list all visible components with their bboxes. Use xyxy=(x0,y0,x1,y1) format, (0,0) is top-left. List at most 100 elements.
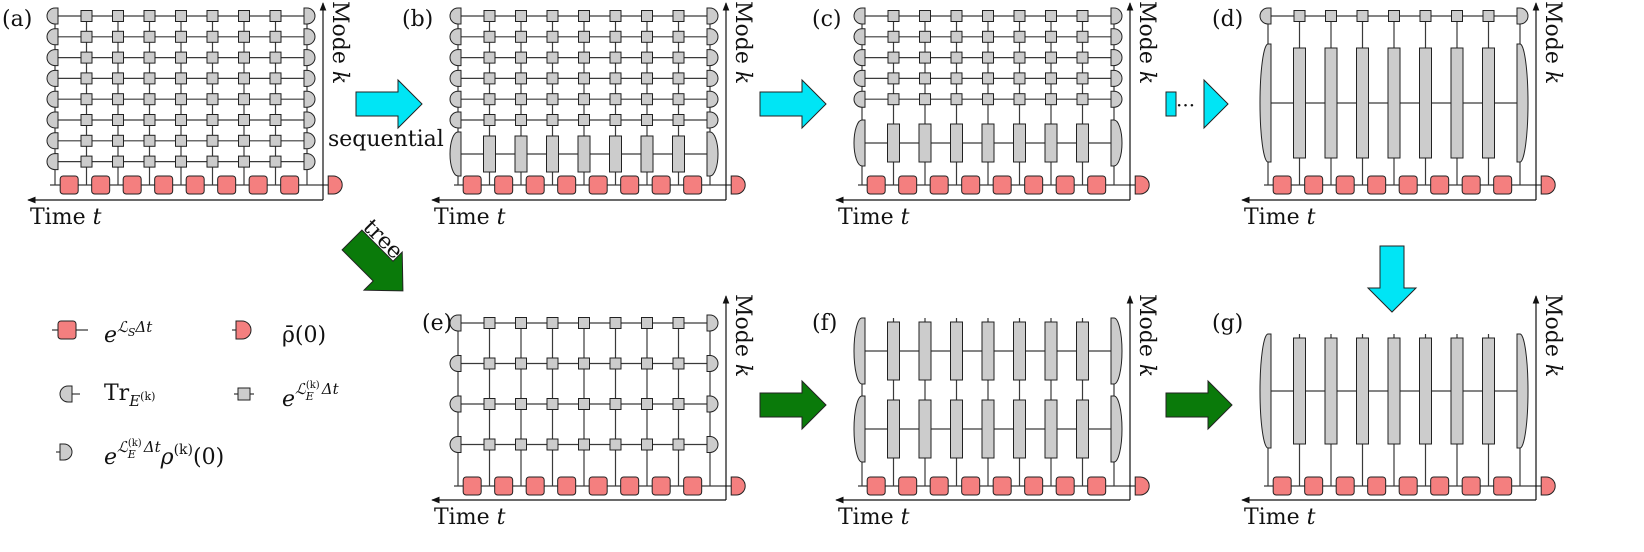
env-propagator-node xyxy=(546,93,559,106)
env-merged-node xyxy=(546,135,559,173)
env-propagator-node xyxy=(143,155,156,168)
system-propagator-node xyxy=(683,476,703,496)
env-propagator-node xyxy=(483,30,496,43)
system-propagator-node xyxy=(1087,175,1107,195)
system-propagator-node xyxy=(1024,175,1044,195)
system-propagator-node xyxy=(992,476,1012,496)
system-propagator-node xyxy=(525,476,545,496)
env-propagator-node xyxy=(1076,93,1089,106)
env-merged-node xyxy=(1324,337,1338,445)
system-propagator-node xyxy=(1272,175,1292,195)
system-propagator-node xyxy=(280,175,300,195)
env-propagator-node xyxy=(1013,30,1026,43)
env-propagator-node xyxy=(1076,72,1089,85)
env-initial-node xyxy=(303,28,316,46)
env-initial-node xyxy=(1110,317,1123,385)
env-propagator-node xyxy=(1293,10,1306,22)
env-propagator-node xyxy=(269,134,282,147)
env-propagator-node xyxy=(80,51,93,64)
env-merged-node xyxy=(887,321,900,381)
env-merged-node xyxy=(981,123,995,163)
system-propagator-node xyxy=(1461,175,1481,195)
system-propagator-node xyxy=(154,175,174,195)
env-merged-node xyxy=(1356,47,1369,159)
env-propagator-node xyxy=(238,51,250,64)
network-panel-f xyxy=(853,317,1150,496)
env-merged-node xyxy=(514,135,528,173)
env-merged-node xyxy=(1419,337,1432,445)
networks xyxy=(46,7,1556,496)
env-merged-node xyxy=(950,399,963,459)
env-propagator-node xyxy=(609,10,622,22)
env-propagator-node xyxy=(609,93,622,106)
env-propagator-node xyxy=(238,72,250,85)
env-propagator-node xyxy=(269,155,282,168)
env-propagator-node xyxy=(515,398,527,410)
env-merged-node xyxy=(1419,47,1432,159)
system-propagator-node xyxy=(248,175,268,195)
env-propagator-node xyxy=(672,93,685,106)
network-panel-a xyxy=(46,7,343,195)
initial-state-node xyxy=(1540,476,1556,496)
env-merged-node xyxy=(640,135,654,173)
env-propagator-node xyxy=(483,93,496,106)
env-propagator-node xyxy=(483,51,496,64)
mode-axis-label: Mode k xyxy=(327,1,352,84)
env-trace-node xyxy=(449,7,462,25)
system-propagator-node xyxy=(961,175,981,195)
network-panel-d xyxy=(1259,7,1556,195)
env-propagator-node xyxy=(80,155,93,168)
system-propagator-node xyxy=(462,476,482,496)
env-merged-node xyxy=(918,123,932,163)
time-axis-label: Time t xyxy=(838,205,910,230)
env-propagator-node xyxy=(143,114,156,126)
env-propagator-node xyxy=(546,398,559,410)
legend-env-propagator-icon xyxy=(237,387,251,401)
env-propagator-node xyxy=(1356,10,1369,22)
env-propagator-node xyxy=(578,114,590,126)
env-propagator-node xyxy=(1045,51,1057,64)
env-propagator-node xyxy=(112,93,124,106)
legend-initial-state: ρ̄(0) xyxy=(282,323,326,348)
env-initial-node xyxy=(706,28,719,46)
env-merged-node xyxy=(1076,399,1089,459)
env-propagator-node xyxy=(672,398,685,410)
system-propagator-node xyxy=(929,476,949,496)
system-propagator-node xyxy=(992,175,1012,195)
env-propagator-node xyxy=(1076,10,1089,22)
env-trace-node xyxy=(449,49,462,67)
env-propagator-node xyxy=(1076,51,1089,64)
time-axis-label: Time t xyxy=(434,505,506,530)
env-propagator-node xyxy=(672,51,685,64)
env-propagator-node xyxy=(578,438,590,451)
env-merged-node xyxy=(981,399,995,459)
env-propagator-node xyxy=(919,93,931,106)
env-propagator-node xyxy=(1013,51,1026,64)
env-propagator-node xyxy=(578,72,590,85)
env-propagator-node xyxy=(546,317,559,329)
env-propagator-node xyxy=(143,72,156,85)
env-propagator-node xyxy=(175,72,187,85)
env-propagator-node xyxy=(887,93,900,106)
env-propagator-node xyxy=(515,72,527,85)
sequential-arrow-ab xyxy=(355,78,423,130)
env-initial-node xyxy=(706,111,719,129)
network-panel-b xyxy=(449,7,746,195)
env-initial-node xyxy=(303,49,316,67)
env-initial-node xyxy=(706,7,719,25)
system-propagator-node xyxy=(1335,175,1355,195)
env-merged-node xyxy=(1482,337,1495,445)
system-propagator-node xyxy=(1398,175,1418,195)
env-propagator-node xyxy=(112,51,124,64)
panel-label-f: (f) xyxy=(812,311,837,336)
env-initial-node xyxy=(1516,333,1529,449)
env-propagator-node xyxy=(515,30,527,43)
env-propagator-node xyxy=(515,357,527,370)
initial-state-node xyxy=(327,175,343,195)
system-propagator-node xyxy=(1461,476,1481,496)
